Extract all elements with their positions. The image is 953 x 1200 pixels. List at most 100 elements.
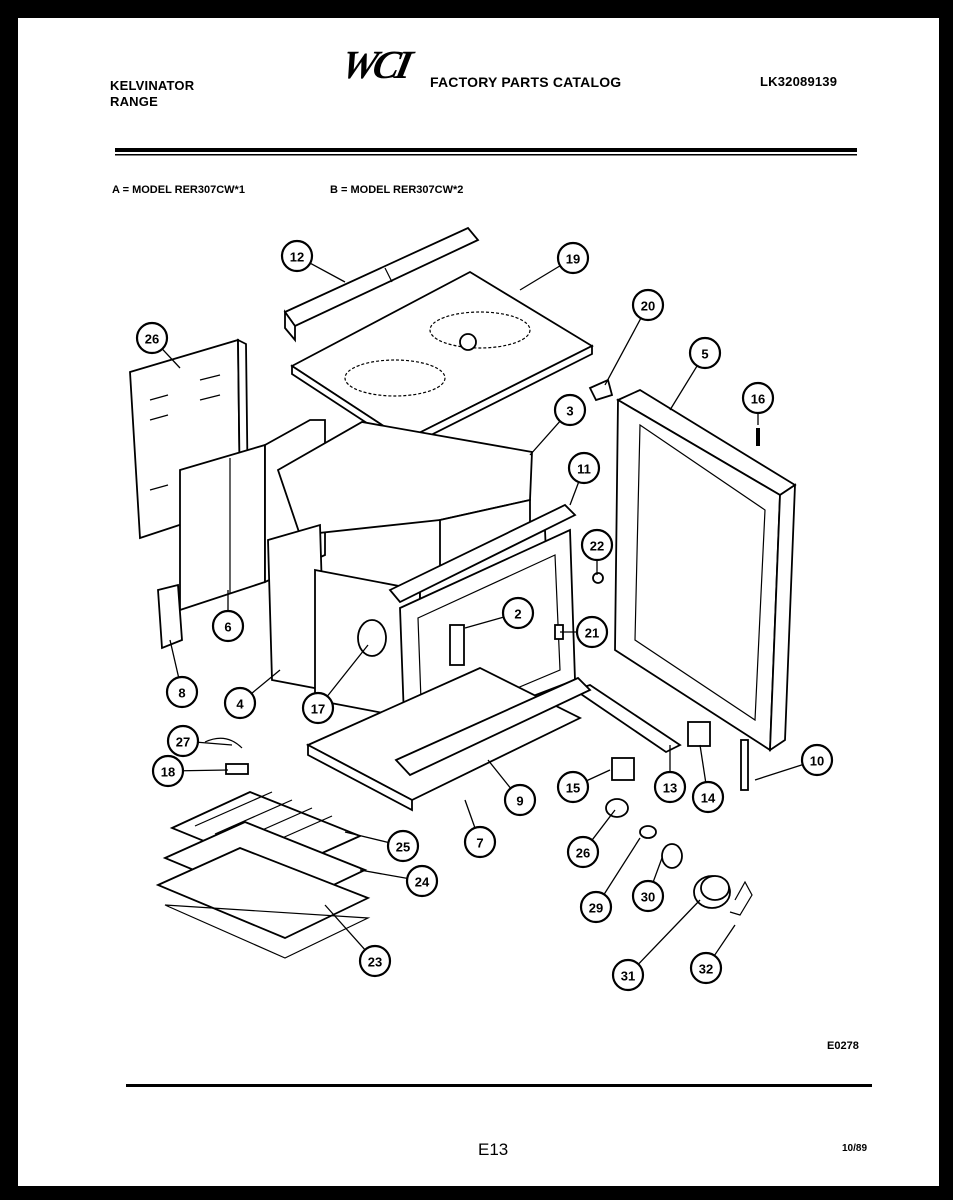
callout-number: 10: [810, 754, 824, 769]
callout-number: 23: [368, 955, 382, 970]
callout-number: 31: [621, 969, 635, 984]
callout-circle: [741, 381, 775, 415]
revision-date: 10/89: [842, 1143, 868, 1154]
callout-number: 2: [514, 607, 521, 622]
callout-circle: [691, 780, 725, 814]
header-rule-top: [115, 148, 857, 152]
leader-line-c8: [169, 639, 180, 678]
callout-circle: [211, 609, 245, 643]
leader-line-c20: [604, 317, 642, 386]
callout-c25: 25: [386, 829, 420, 863]
leader-line-c19: [519, 265, 561, 291]
pin-part: [740, 739, 749, 791]
leader-line-c17: [326, 644, 369, 697]
footer-rule: [126, 1084, 872, 1087]
callout-number: 7: [476, 836, 483, 851]
socket-part: [639, 825, 657, 839]
model-a-label: A = MODEL RER307CW*1: [112, 184, 245, 196]
leader-line-c14: [699, 744, 707, 783]
callout-number: 3: [566, 404, 573, 419]
callout-circle: [405, 864, 439, 898]
callout-c6: 6: [211, 609, 245, 643]
callout-circle: [386, 829, 420, 863]
leader-line-c7: [464, 799, 476, 829]
callout-number: 6: [224, 620, 231, 635]
callout-circle: [166, 724, 200, 758]
leader-line-c2: [464, 616, 504, 629]
callout-circle: [135, 321, 169, 355]
leader-line-c24: [359, 869, 408, 880]
leader-line-c3: [529, 420, 561, 456]
bulb-part: [661, 843, 683, 869]
callout-number: 14: [701, 791, 716, 806]
callout-circle: [165, 675, 199, 709]
callout-circle: [688, 336, 722, 370]
callout-circle: [463, 825, 497, 859]
hinge-part: [687, 721, 711, 747]
callout-circle: [223, 686, 257, 720]
oven-rack-part: [155, 847, 371, 959]
callout-c14: 14: [691, 780, 725, 814]
callout-number: 16: [751, 392, 765, 407]
callout-circle: [501, 596, 535, 630]
leader-line-c30: [652, 857, 663, 883]
callout-circle: [631, 288, 665, 322]
header-rule-bottom: [115, 154, 857, 156]
leader-line-c4: [251, 669, 281, 694]
callout-c26a: 26: [135, 321, 169, 355]
callout-number: 22: [590, 539, 604, 554]
leader-line-c18: [182, 769, 229, 772]
leader-line-c25: [344, 831, 389, 844]
callout-circle: [800, 743, 834, 777]
callout-circle: [556, 770, 590, 804]
callout-c26b: 26: [566, 835, 600, 869]
callout-circle: [358, 944, 392, 978]
callout-c17: 17: [301, 691, 335, 725]
callout-circle: [280, 239, 314, 273]
callout-c21: 21: [575, 615, 609, 649]
callout-number: 5: [701, 347, 708, 362]
callout-c10: 10: [800, 743, 834, 777]
callout-circle: [631, 879, 665, 913]
callout-circle: [653, 770, 687, 804]
leader-line-c12: [309, 262, 346, 283]
leader-line-c26a: [161, 348, 181, 369]
callout-c32: 32: [689, 951, 723, 985]
callout-circle: [567, 451, 601, 485]
callout-c20: 20: [631, 288, 665, 322]
callout-c27: 27: [166, 724, 200, 758]
product-type: RANGE: [110, 94, 158, 109]
callout-circle: [575, 615, 609, 649]
callout-c5: 5: [688, 336, 722, 370]
top-trim-part: [283, 226, 480, 343]
brand-name: KELVINATOR: [110, 78, 195, 93]
callout-number: 27: [176, 735, 190, 750]
callout-number: 8: [178, 686, 185, 701]
callout-number: 24: [415, 875, 430, 890]
switch-part: [611, 757, 635, 781]
leader-line-c11: [569, 481, 580, 506]
callout-circle: [151, 754, 185, 788]
diagram-code: E0278: [827, 1040, 859, 1052]
callout-c16: 16: [741, 381, 775, 415]
bottom-panel-part: [305, 667, 583, 812]
callout-number: 13: [663, 781, 677, 796]
clip-part: [588, 378, 614, 402]
receptacle-part: [357, 619, 387, 657]
front-rail-part: [394, 676, 592, 777]
callout-number: 15: [566, 781, 580, 796]
callout-number: 18: [161, 765, 175, 780]
leader-line-c5: [669, 365, 698, 411]
callout-c30: 30: [631, 879, 665, 913]
callout-circle: [580, 528, 614, 562]
callout-number: 20: [641, 299, 655, 314]
callout-circle: [553, 393, 587, 427]
leader-line-c9: [487, 759, 512, 789]
callout-c18: 18: [151, 754, 185, 788]
callout-number: 30: [641, 890, 655, 905]
callout-number: 4: [236, 697, 244, 712]
model-b-label: B = MODEL RER307CW*2: [330, 184, 464, 196]
callout-c4: 4: [223, 686, 257, 720]
